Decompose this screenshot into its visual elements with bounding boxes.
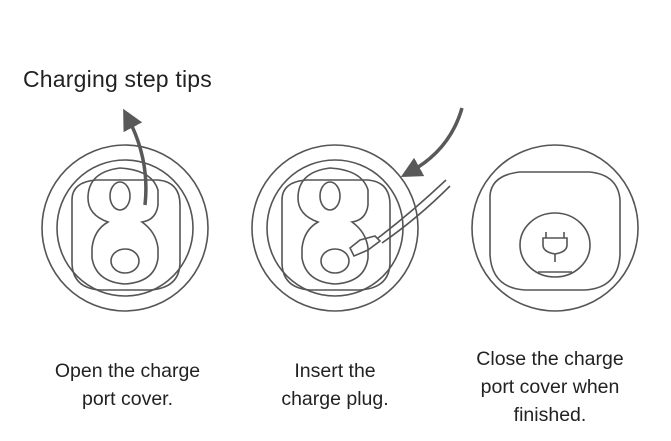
step2-line2: charge plug. (281, 388, 389, 410)
charge-cable (377, 179, 451, 244)
step2-line1: Insert the (294, 360, 376, 382)
step3-line3: finished. (513, 404, 587, 426)
step3-port-closed (471, 144, 639, 312)
plug-icon (542, 232, 568, 262)
step3-caption: Close the charge port cover when finishe… (445, 345, 655, 429)
step1-line2: port cover. (81, 388, 174, 410)
step2-port-plug (251, 107, 464, 312)
step3-line2: port cover when (480, 376, 620, 398)
arrow-insert-icon (400, 107, 464, 178)
arrow-open-icon (123, 108, 148, 206)
step2-caption: Insert the charge plug. (240, 357, 430, 413)
page-title: Charging step tips (23, 66, 212, 92)
step1-line1: Open the charge (54, 360, 201, 382)
step3-line1: Close the charge (476, 348, 624, 370)
step1-caption: Open the charge port cover. (25, 357, 230, 413)
step1-port-open (41, 108, 209, 312)
